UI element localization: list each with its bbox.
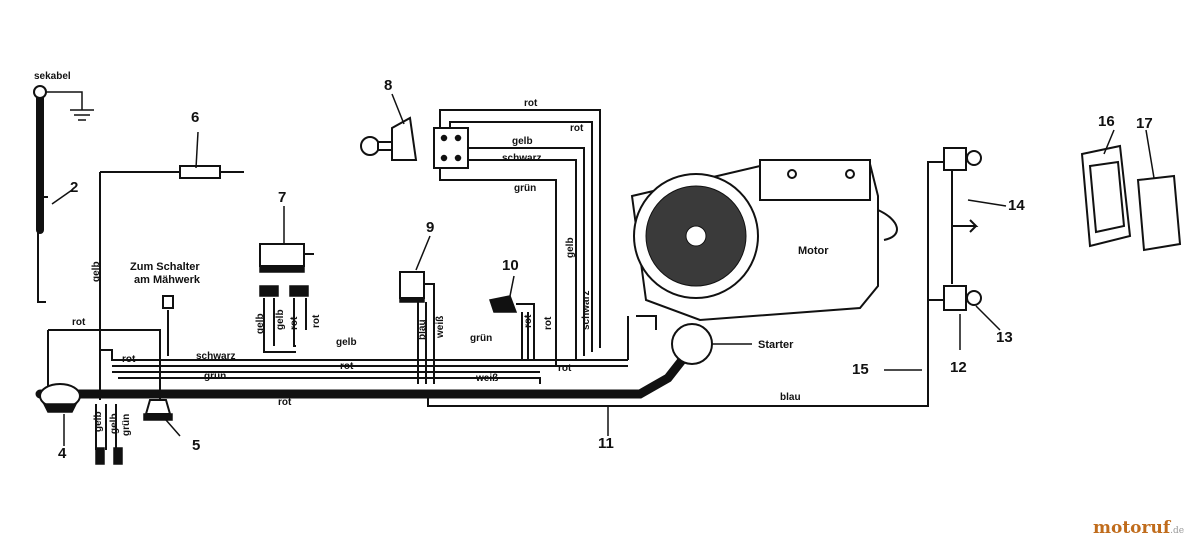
callout-14: 14 [1008,197,1025,214]
wire-label-rot: rot [558,363,572,374]
wire-label-gelb: gelb [275,309,286,330]
wire-label-gelb: gelb [255,313,266,334]
left-harness [47,171,628,450]
maehwerk-label: am Mähwerk [134,274,201,286]
brand-name: motoruf [1093,518,1171,538]
wire-label-schwarz: schwarz [196,351,236,362]
wire-label-gelb: gelb [565,237,576,258]
component-7 [259,243,314,353]
wire-label-gruen: grün [514,183,537,194]
ground-cable [33,85,94,234]
wire-label-rot: rot [289,316,300,330]
mower-switch-plug [162,295,174,309]
wire-label-gelb: gelb [109,413,120,434]
callout-15: 15 [852,361,869,378]
callout-5: 5 [192,437,201,454]
component-9 [399,271,435,384]
callout-10: 10 [502,257,519,274]
components-16-17 [1080,144,1182,252]
callout-7: 7 [278,189,287,206]
component-8 [360,109,601,367]
wire-label-gelb: gelb [93,411,104,432]
bottom-plugs [95,447,123,465]
wire-label-gruen: grün [470,333,493,344]
starter-label: Starter [758,339,794,351]
callout-4: 4 [58,445,67,462]
wire-label-rot: rot [523,314,534,328]
callout-12: 12 [950,359,967,376]
wire-label-weiss: weiß [435,315,446,338]
wire-label-blau: blau [417,319,428,340]
wire-label-gruen: grün [204,371,227,382]
motor [630,159,898,322]
brand-suffix: .de [1170,526,1185,536]
wire-label-rot: rot [72,317,86,328]
wire-label-blau: blau [780,392,801,403]
wire-label-gelb: gelb [91,261,102,282]
wire-label-rot: rot [311,314,322,328]
motor-label: Motor [798,245,829,257]
wire-label-gruen: grün [121,413,132,436]
wire-label-rot: rot [122,354,136,365]
callout-9: 9 [426,219,435,236]
wire-label-rot: rot [543,316,554,330]
zum-schalter-label: Zum Schalter [130,261,200,273]
wire-label-rot: rot [524,98,538,109]
callout-11: 11 [598,435,614,452]
component-2-bracket [37,196,48,303]
callout-2: 2 [70,179,79,196]
blue-wire [427,161,946,407]
wire-label-schwarz: schwarz [581,290,592,330]
leader-lines [51,93,1155,446]
wire-label-gelb: gelb [512,136,533,147]
starter [627,315,713,365]
component-5 [143,399,173,421]
wire-label-schwarz: schwarz [502,153,542,164]
wire-label-weiss: weiß [476,373,499,384]
wire-label-rot: rot [570,123,584,134]
sekabel-label: sekabel [34,71,71,82]
component-4 [39,383,81,413]
callout-13: 13 [996,329,1013,346]
wire-label-rot: rot [278,397,292,408]
callout-8: 8 [384,77,393,94]
brand-watermark: motoruf.de [1093,518,1184,538]
battery-cable [35,345,695,399]
callout-17: 17 [1136,115,1153,132]
wire-label-rot: rot [340,361,354,372]
callout-6: 6 [191,109,200,126]
callout-16: 16 [1098,113,1115,130]
right-switches [943,147,982,311]
component-6 [179,165,244,179]
wire-label-gelb: gelb [336,337,357,348]
component-10 [489,295,535,360]
